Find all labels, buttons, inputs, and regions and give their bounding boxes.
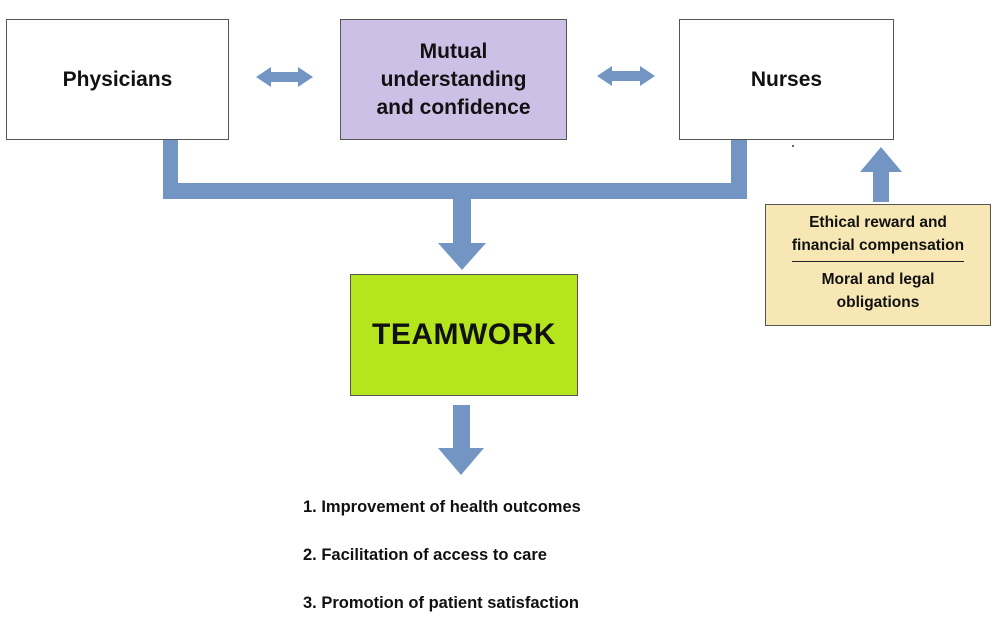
teamwork-box: TEAMWORK xyxy=(350,274,578,396)
physicians-label: Physicians xyxy=(62,67,173,91)
factor-moral-legal-line-2: obligations xyxy=(836,294,920,311)
arrow-to-nurses xyxy=(860,147,902,202)
teamwork-label: TEAMWORK xyxy=(372,318,556,351)
outcome-item-access: 2. Facilitation of access to care xyxy=(303,546,547,564)
double-arrow-right xyxy=(597,66,655,86)
merge-connector xyxy=(163,140,747,199)
connector-layer xyxy=(163,66,902,475)
double-arrow-left xyxy=(256,67,313,87)
factors-divider xyxy=(792,261,964,262)
outcomes-list: 1. Improvement of health outcomes 2. Fac… xyxy=(303,492,581,636)
outcome-item-satisfaction: 3. Promotion of patient satisfaction xyxy=(303,594,579,612)
factor-moral-legal-line-1: Moral and legal xyxy=(821,271,935,288)
nurses-label: Nurses xyxy=(750,67,823,91)
factor-ethical-reward-line-1: Ethical reward and xyxy=(809,214,947,231)
arrow-to-outcomes xyxy=(438,405,484,475)
outcome-item-health: 1. Improvement of health outcomes xyxy=(303,498,581,516)
motivation-factors-box: Ethical reward and financial compensatio… xyxy=(765,204,991,326)
mutual-label-line-3: and confidence xyxy=(376,95,531,119)
stray-dot xyxy=(792,145,794,147)
mutual-understanding-box: Mutual understanding and confidence xyxy=(340,19,567,140)
mutual-label-line-2: understanding xyxy=(380,67,527,91)
nurses-box: Nurses xyxy=(679,19,894,140)
factor-ethical-reward-line-2: financial compensation xyxy=(791,237,965,254)
mutual-label-line-1: Mutual xyxy=(419,39,488,63)
physicians-box: Physicians xyxy=(6,19,229,140)
arrow-to-teamwork xyxy=(438,199,486,270)
